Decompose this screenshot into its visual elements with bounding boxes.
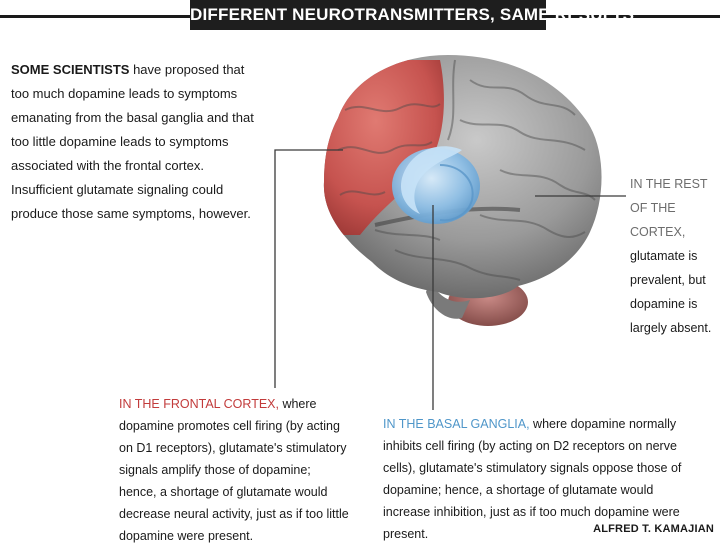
basal-ganglia-label: IN THE BASAL GANGLIA, (383, 417, 530, 431)
gyri-lines (337, 59, 596, 281)
rest-of-cortex-text: glutamate is prevalent, but dopamine is … (630, 249, 712, 335)
rest-of-cortex-label: IN THE REST OF THE CORTEX, (630, 177, 708, 239)
basal-ganglia-callout: IN THE BASAL GANGLIA, where dopamine nor… (383, 413, 683, 545)
intro-text: SOME SCIENTISTS have proposed that too m… (11, 58, 261, 226)
rest-of-cortex-callout: IN THE REST OF THE CORTEX, glutamate is … (630, 172, 718, 340)
basal-ganglia-text: where dopamine normally inhibits cell fi… (383, 417, 682, 541)
brain-stem (426, 280, 470, 319)
intro-body: have proposed that too much dopamine lea… (11, 62, 254, 221)
illustrator-credit: ALFRED T. KAMAJIAN (593, 523, 714, 535)
frontal-cortex-label: IN THE FRONTAL CORTEX, (119, 397, 279, 411)
figure-title: DIFFERENT NEUROTRANSMITTERS, SAME RESULT… (190, 0, 634, 30)
frontal-callout-line (274, 149, 343, 388)
frontal-cortex-text: where dopamine promotes cell firing (by … (119, 397, 349, 543)
callout-lines (274, 149, 626, 410)
basal-ganglia-region (392, 146, 480, 224)
intro-lead: SOME SCIENTISTS (11, 62, 130, 77)
frontal-cortex-callout: IN THE FRONTAL CORTEX, where dopamine pr… (119, 393, 351, 547)
frontal-cortex-region (323, 60, 444, 235)
